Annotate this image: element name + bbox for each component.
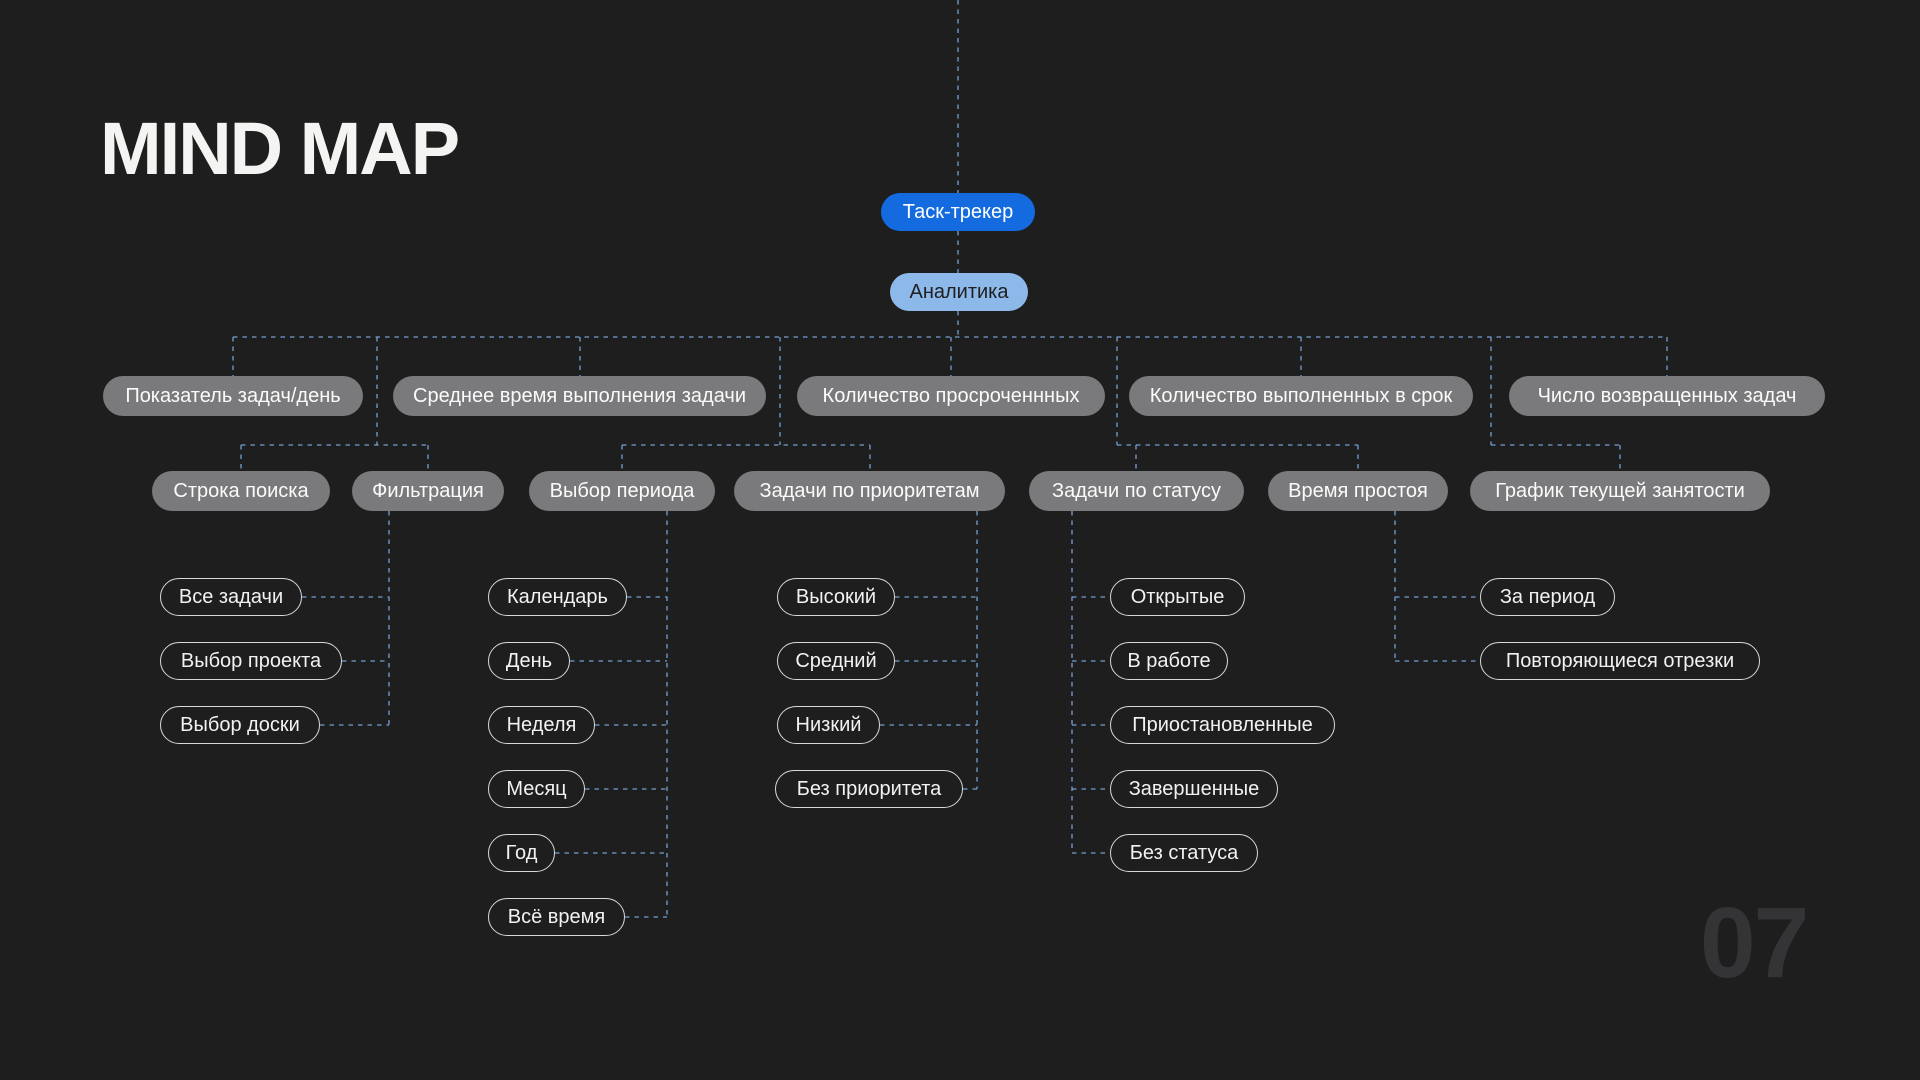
page-number: 07 bbox=[1700, 887, 1809, 999]
node-all-tasks[interactable]: Все задачи bbox=[160, 578, 302, 616]
node-board-select[interactable]: Выбор доски bbox=[160, 706, 320, 744]
node-overdue-count[interactable]: Количество просроченнных bbox=[797, 376, 1105, 416]
node-calendar[interactable]: Календарь bbox=[488, 578, 627, 616]
node-idle-time[interactable]: Время простоя bbox=[1268, 471, 1448, 511]
node-day[interactable]: День bbox=[488, 642, 570, 680]
node-priority-low[interactable]: Низкий bbox=[777, 706, 880, 744]
node-on-time-count[interactable]: Количество выполненных в срок bbox=[1129, 376, 1473, 416]
node-filtering[interactable]: Фильтрация bbox=[352, 471, 504, 511]
node-status-open[interactable]: Открытые bbox=[1110, 578, 1245, 616]
node-week[interactable]: Неделя bbox=[488, 706, 595, 744]
node-avg-completion-time[interactable]: Среднее время выполнения задачи bbox=[393, 376, 766, 416]
node-status-paused[interactable]: Приостановленные bbox=[1110, 706, 1335, 744]
node-returned-count[interactable]: Число возвращенных задач bbox=[1509, 376, 1825, 416]
node-tasks-by-status[interactable]: Задачи по статусу bbox=[1029, 471, 1244, 511]
node-all-time[interactable]: Всё время bbox=[488, 898, 625, 936]
node-project-select[interactable]: Выбор проекта bbox=[160, 642, 342, 680]
node-year[interactable]: Год bbox=[488, 834, 555, 872]
node-search-bar[interactable]: Строка поиска bbox=[152, 471, 330, 511]
node-current-occupancy-chart[interactable]: График текущей занятости bbox=[1470, 471, 1770, 511]
node-tasks-per-day[interactable]: Показатель задач/день bbox=[103, 376, 363, 416]
node-analytics[interactable]: Аналитика bbox=[890, 273, 1028, 311]
node-priority-none[interactable]: Без приоритета bbox=[775, 770, 963, 808]
node-priority-high[interactable]: Высокий bbox=[777, 578, 895, 616]
page-title: MIND MAP bbox=[100, 107, 460, 190]
node-tasks-by-priority[interactable]: Задачи по приоритетам bbox=[734, 471, 1005, 511]
node-status-completed[interactable]: Завершенные bbox=[1110, 770, 1278, 808]
node-status-none[interactable]: Без статуса bbox=[1110, 834, 1258, 872]
node-priority-medium[interactable]: Средний bbox=[777, 642, 895, 680]
node-task-tracker[interactable]: Таск-трекер bbox=[881, 193, 1035, 231]
node-month[interactable]: Месяц bbox=[488, 770, 585, 808]
node-for-period[interactable]: За период bbox=[1480, 578, 1615, 616]
node-status-in-progress[interactable]: В работе bbox=[1110, 642, 1228, 680]
node-recurring-segments[interactable]: Повторяющиеся отрезки bbox=[1480, 642, 1760, 680]
node-period-select[interactable]: Выбор периода bbox=[529, 471, 715, 511]
